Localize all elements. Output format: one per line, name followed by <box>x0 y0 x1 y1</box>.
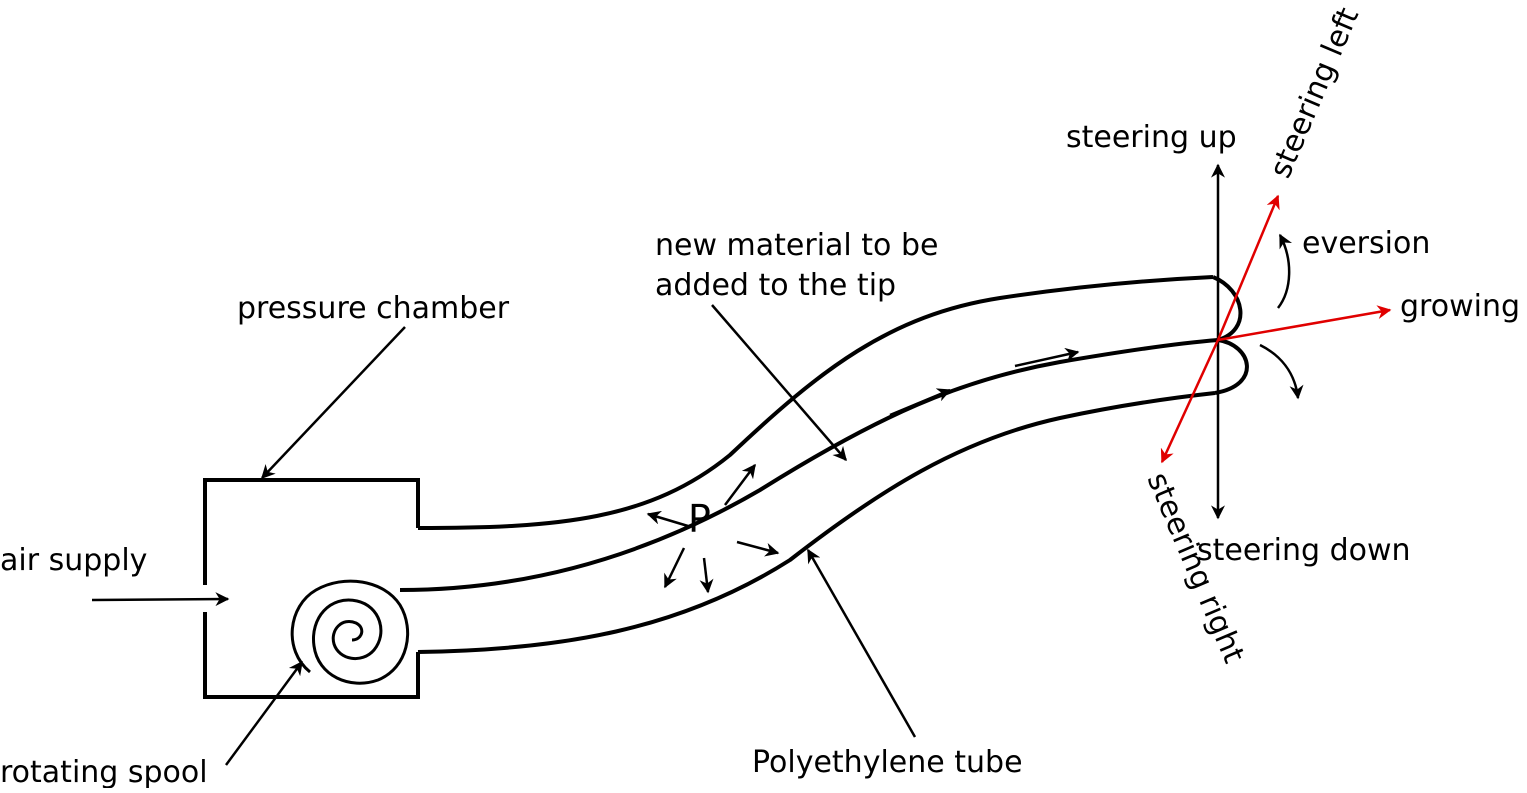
tube-upper-wall <box>417 275 1214 530</box>
pressure-arrow-down <box>699 557 714 594</box>
pressure-arrow-upright <box>724 463 756 506</box>
new-material-label-line2: added to the tip <box>655 268 896 303</box>
eversion-label: eversion <box>1302 226 1430 261</box>
new-material-label-line1: new material to be <box>655 228 938 263</box>
pressure-arrow-right <box>736 540 780 557</box>
pressure-label: P <box>688 497 711 541</box>
pressure-arrow-left <box>646 510 689 528</box>
flow-arrow-2 <box>1014 347 1080 368</box>
new-material-leader <box>711 304 847 462</box>
rotating-spool-leader <box>224 660 304 766</box>
rotating-spool-label: rotating spool <box>0 755 208 788</box>
air-supply-arrow <box>91 592 230 607</box>
eversion-arrow-upper <box>1276 233 1293 309</box>
rotating-spool-spiral <box>290 579 410 685</box>
eversion-arrow-lower <box>1259 343 1304 400</box>
steering-left-arrow <box>1216 194 1280 341</box>
steering-right-arrow <box>1160 339 1220 464</box>
tube-lower-wall <box>417 391 1216 654</box>
growing-label: growing <box>1400 289 1520 324</box>
flow-arrow-1 <box>889 388 952 417</box>
growing-arrow <box>1217 305 1392 342</box>
pressure-arrow-downleft <box>663 547 686 589</box>
polyethylene-tube-label: Polyethylene tube <box>752 745 1023 780</box>
pressure-chamber-outline <box>203 478 420 699</box>
pressure-chamber-label: pressure chamber <box>237 291 510 326</box>
steering-left-label: steering left <box>1263 2 1366 183</box>
steering-down-label: steering down <box>1197 533 1411 568</box>
polyethylene-tube-leader <box>806 548 917 738</box>
air-supply-label: air supply <box>0 543 147 578</box>
pressure-chamber-leader <box>261 326 406 480</box>
tube-inner-material <box>399 338 1219 592</box>
steering-up-label: steering up <box>1066 120 1237 155</box>
